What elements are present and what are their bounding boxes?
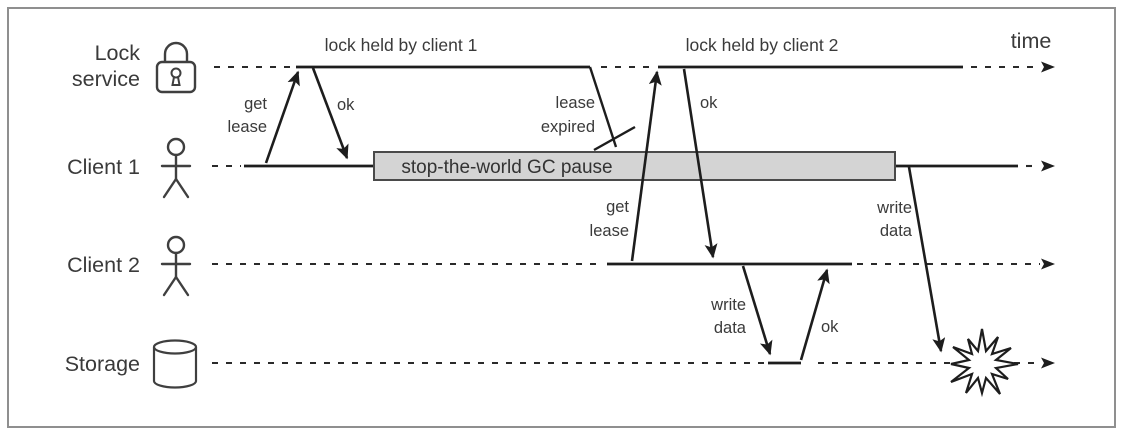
- timeline-lock-service: [214, 61, 1055, 73]
- label-write-data-1-line1: write: [876, 199, 912, 217]
- label-get-lease-1-line2: lease: [228, 118, 267, 136]
- lane-label-lock-service-line2: service: [72, 67, 140, 91]
- lock-held-by-client-1-label: lock held by client 1: [325, 35, 478, 55]
- arrow-ok-storage: [799, 268, 830, 361]
- label-write-data-2-line2: data: [714, 319, 747, 337]
- lane-label-storage: Storage: [65, 352, 140, 376]
- end-arrowhead-storage: [1041, 357, 1055, 369]
- gc-pause-box: [373, 151, 896, 181]
- end-arrowhead-client-1: [1041, 160, 1055, 172]
- timeline-client-2: [212, 258, 1055, 270]
- lane-label-client-2: Client 2: [67, 253, 140, 277]
- person-icon-client-2: [160, 235, 192, 297]
- label-ok-2: ok: [700, 94, 718, 112]
- arrow-write-data-2: [741, 265, 773, 356]
- label-write-data-1-line2: data: [880, 222, 913, 240]
- database-icon: [152, 339, 198, 389]
- label-write-data-2-line1: write: [710, 296, 746, 314]
- arrow-ok-2: [682, 68, 718, 259]
- label-lease-expired-line2: expired: [541, 118, 595, 136]
- lease-expired-cross-icon: [593, 125, 636, 152]
- lane-label-lock-service-line1: Lock: [95, 41, 141, 65]
- lease-expired-line: [588, 66, 618, 148]
- label-ok-storage: ok: [821, 318, 839, 336]
- padlock-icon: [155, 41, 197, 94]
- lock-held-by-client-2-label: lock held by client 2: [686, 35, 839, 55]
- arrow-get-lease-2: [630, 70, 662, 262]
- arrow-ok-1: [311, 67, 349, 160]
- label-get-lease-1-line1: get: [244, 95, 267, 113]
- label-ok-1: ok: [337, 96, 355, 114]
- label-get-lease-2-line1: get: [606, 198, 629, 216]
- time-label: time: [1011, 29, 1052, 53]
- arrow-get-lease-1: [264, 70, 300, 164]
- end-arrowhead-lock-service: [1041, 61, 1055, 73]
- gc-pause-label: stop-the-world GC pause: [401, 157, 612, 178]
- label-lease-expired-line1: lease: [556, 94, 595, 112]
- timeline-client-1: [212, 160, 1055, 172]
- person-icon-client-1: [160, 137, 192, 199]
- lane-label-client-1: Client 1: [67, 155, 140, 179]
- label-get-lease-2-line2: lease: [590, 222, 629, 240]
- arrow-write-data-1: [907, 166, 946, 353]
- end-arrowhead-client-2: [1041, 258, 1055, 270]
- explosion-icon: [950, 328, 1019, 398]
